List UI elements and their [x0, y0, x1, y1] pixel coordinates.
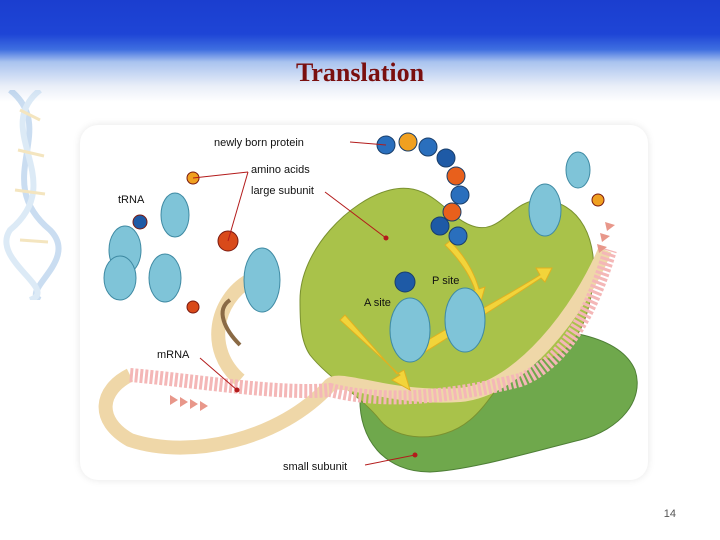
label-large-subunit: large subunit: [251, 185, 314, 197]
label-newly-born-protein: newly born protein: [214, 137, 304, 149]
page-number: 14: [664, 508, 676, 520]
label-p-site: P site: [432, 275, 459, 287]
label-small-subunit: small subunit: [283, 461, 347, 473]
label-a-site: A site: [364, 297, 391, 309]
label-trna: tRNA: [118, 194, 145, 206]
label-amino-acids: amino acids: [251, 164, 310, 176]
label-mrna: mRNA: [157, 349, 190, 361]
